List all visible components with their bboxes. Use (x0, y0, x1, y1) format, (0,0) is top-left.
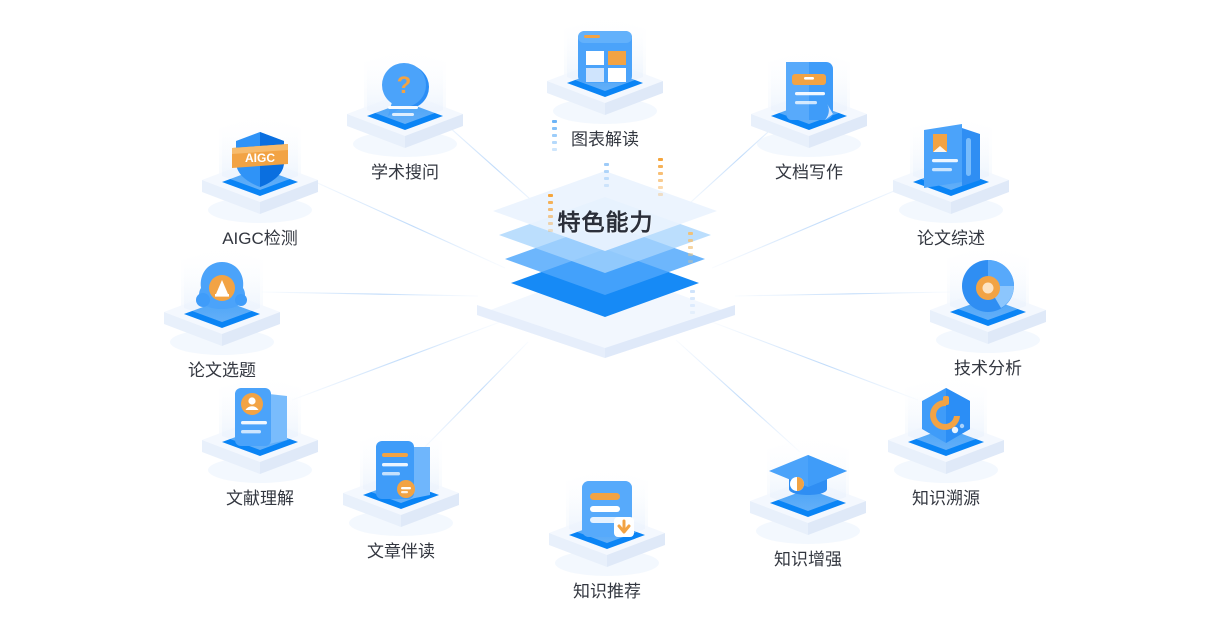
document-pen-icon (734, 40, 884, 158)
capability-label: 论文综述 (917, 229, 985, 248)
capability-label: 文档写作 (775, 163, 843, 182)
node-cluster-icon (147, 238, 297, 356)
question-bubble-icon: ? (330, 40, 480, 158)
capability-label: 技术分析 (954, 359, 1022, 378)
capability-node-knowledge-enhance[interactable]: 知识增强 (733, 427, 883, 587)
center-hub: 特色能力 (473, 145, 738, 360)
dot-trail-trail-blue-left (552, 120, 557, 155)
capability-node-document-writing[interactable]: 文档写作 (734, 40, 884, 200)
dot-trail-trail-orange-far (688, 232, 693, 267)
capability-node-literature-understand[interactable]: 文献理解 (185, 366, 335, 526)
capability-node-paper-review[interactable]: 论文综述 (876, 106, 1026, 266)
capability-node-knowledge-recommend[interactable]: 知识推荐 (532, 459, 682, 619)
capability-label: 学术搜问 (371, 163, 439, 182)
book-bookmark-icon (876, 106, 1026, 224)
dot-trail-trail-blue-right (690, 290, 695, 318)
capability-node-chart-reading[interactable]: 图表解读 (530, 7, 680, 167)
capability-node-knowledge-trace[interactable]: 知识溯源 (871, 366, 1021, 526)
graduation-cap-icon (733, 427, 883, 545)
capability-node-paper-topic[interactable]: 论文选题 (147, 238, 297, 398)
capability-node-academic-search[interactable]: ? 学术搜问 (330, 40, 480, 200)
capability-label: 图表解读 (571, 130, 639, 149)
capability-label: AIGC检测 (222, 229, 298, 248)
capability-label: 知识推荐 (573, 582, 641, 601)
shield-aigc-icon: AIGC (185, 106, 335, 224)
document-download-icon (532, 459, 682, 577)
dot-trail-trail-orange-left (548, 194, 553, 236)
svg-text:?: ? (397, 72, 412, 99)
document-avatar-icon (185, 366, 335, 484)
capability-label: 文章伴读 (367, 542, 435, 561)
svg-text:AIGC: AIGC (245, 151, 275, 165)
hexagon-refresh-icon (871, 366, 1021, 484)
capability-label: 论文选题 (188, 361, 256, 380)
center-title: 特色能力 (557, 209, 654, 235)
chart-grid-card-icon (530, 7, 680, 125)
donut-chart-icon (913, 236, 1063, 354)
capability-label: 知识增强 (774, 550, 842, 569)
capability-label: 知识溯源 (912, 489, 980, 508)
capability-node-tech-analysis[interactable]: 技术分析 (913, 236, 1063, 396)
dot-trail-trail-blue-mid (604, 163, 609, 191)
capability-label: 文献理解 (226, 489, 294, 508)
dot-trail-trail-orange-right (658, 158, 663, 200)
capability-node-aigc-detection[interactable]: AIGC AIGC检测 (185, 106, 335, 266)
capability-node-article-companion[interactable]: 文章伴读 (326, 419, 476, 579)
document-badge-icon (326, 419, 476, 537)
